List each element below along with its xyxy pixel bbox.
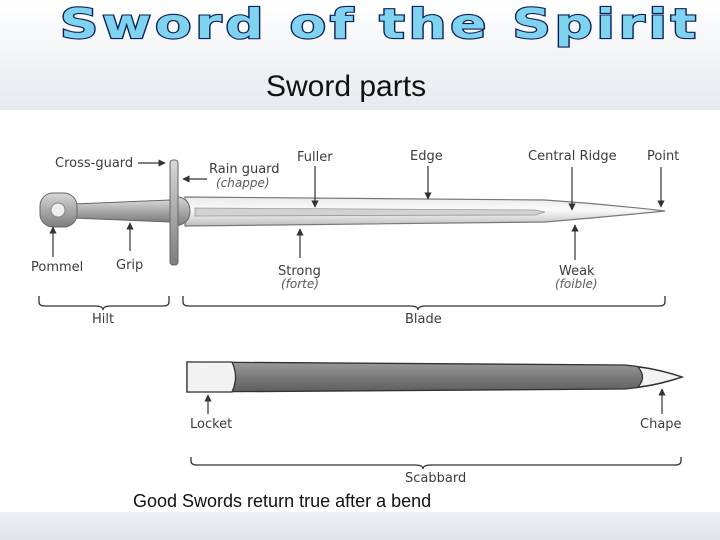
label-cross-guard: Cross-guard — [55, 156, 133, 171]
label-hilt: Hilt — [92, 312, 114, 327]
chape — [636, 366, 685, 388]
label-chape: Chape — [640, 417, 682, 432]
locket — [186, 361, 237, 393]
label-pommel: Pommel — [31, 260, 83, 275]
sword-diagram: Cross-guard Rain guard (chappe) Fuller E… — [31, 149, 685, 486]
slide-caption: Good Swords return true after a bend — [133, 491, 432, 511]
label-strong: Strong — [278, 264, 321, 279]
scabbard-arrows — [204, 388, 666, 414]
grip — [72, 199, 171, 223]
label-weak: Weak — [559, 264, 595, 279]
slide-subtitle: Sword parts — [266, 70, 427, 103]
label-scabbard: Scabbard — [405, 471, 466, 486]
blade — [184, 196, 666, 227]
label-weak-alt: (foible) — [555, 277, 598, 291]
label-strong-alt: (forte) — [281, 277, 319, 291]
label-point: Point — [647, 149, 679, 164]
scabbard — [186, 361, 685, 393]
label-arrows — [49, 159, 665, 260]
bracket-lines — [38, 296, 682, 470]
label-grip: Grip — [116, 258, 143, 273]
header-band — [0, 0, 720, 110]
fuller-groove — [194, 207, 546, 217]
label-edge: Edge — [410, 149, 443, 164]
label-locket: Locket — [190, 417, 232, 432]
label-central-ridge: Central Ridge — [528, 149, 617, 164]
label-rain-guard: Rain guard — [209, 162, 280, 177]
footer-band — [0, 512, 720, 540]
label-fuller: Fuller — [297, 150, 333, 165]
header-title-text: Sword of the Spirit — [60, 0, 700, 48]
pommel — [39, 192, 78, 228]
label-blade: Blade — [405, 312, 442, 327]
label-rain-guard-alt: (chappe) — [216, 176, 270, 190]
header-title: Sword of the Spirit — [59, 0, 700, 48]
cross-guard — [169, 159, 179, 266]
